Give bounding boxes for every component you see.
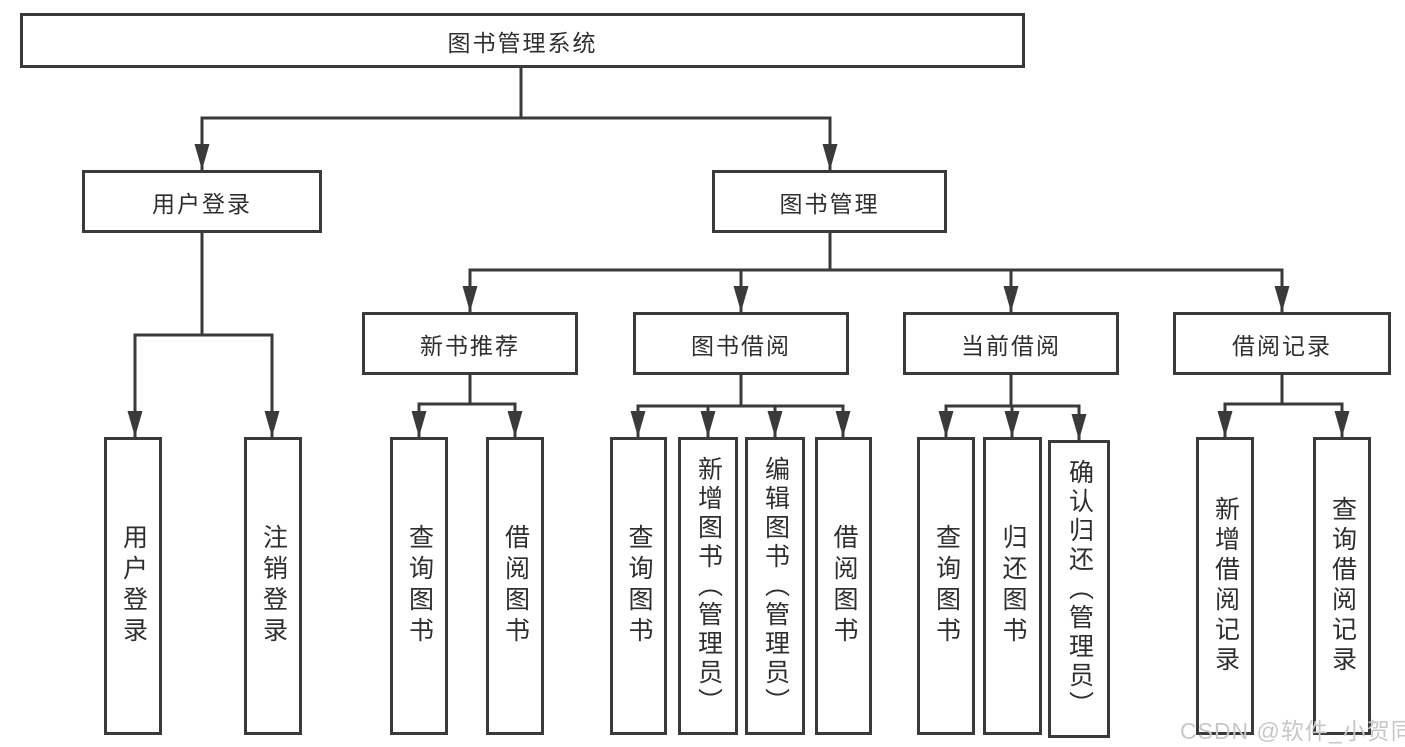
leaf-add-borrow-record: 新增借阅记录	[1196, 437, 1254, 735]
leaf-return-books: 归还图书	[983, 437, 1042, 735]
node-new-book-recommend: 新书推荐	[362, 312, 578, 375]
leaf-borrow-books-recommend: 借阅图书	[486, 437, 544, 735]
leaf-edit-book-admin: 编辑图书（管理员）	[745, 437, 805, 735]
leaf-borrow-books-borrow: 借阅图书	[815, 437, 872, 735]
node-current-borrow: 当前借阅	[903, 312, 1119, 375]
leaf-query-books-recommend: 查询图书	[390, 437, 448, 735]
node-book-management: 图书管理	[712, 170, 947, 233]
leaf-add-book-admin: 新增图书（管理员）	[678, 437, 738, 735]
leaf-logout: 注销登录	[244, 437, 302, 735]
leaf-query-borrow-record: 查询借阅记录	[1313, 437, 1371, 735]
node-borrow-records: 借阅记录	[1173, 312, 1391, 375]
leaf-confirm-return-admin: 确认归还（管理员）	[1048, 440, 1110, 738]
leaf-user-login: 用户登录	[104, 437, 162, 735]
leaf-query-books-current: 查询图书	[917, 437, 975, 735]
watermark: CSDN @软件_小贺同学	[1180, 718, 1405, 744]
node-root: 图书管理系统	[20, 13, 1025, 68]
leaf-query-books-borrow: 查询图书	[610, 437, 667, 735]
node-book-borrow: 图书借阅	[633, 312, 849, 375]
node-user-login: 用户登录	[82, 170, 322, 233]
